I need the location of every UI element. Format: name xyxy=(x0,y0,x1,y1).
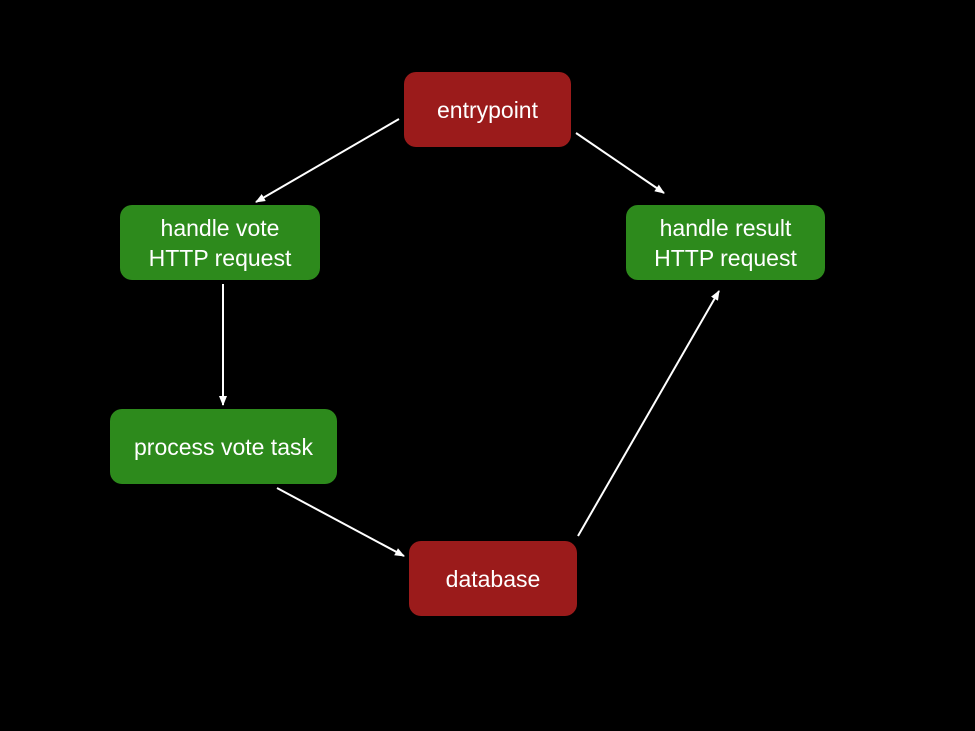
node-handle-result: handle result HTTP request xyxy=(626,205,825,280)
node-database: database xyxy=(409,541,577,616)
arrow-database-to-handle-result xyxy=(577,290,720,537)
node-process-vote-task-label: process vote task xyxy=(134,433,313,460)
node-database-label: database xyxy=(445,565,541,592)
node-handle-vote-line2: HTTP request xyxy=(148,244,292,271)
node-entrypoint: entrypoint xyxy=(404,72,571,147)
arrow-entrypoint-to-handle-result xyxy=(575,132,665,194)
node-handle-vote-text: handle vote HTTP request xyxy=(149,213,292,273)
arrow-process-vote-to-database xyxy=(276,487,405,557)
node-entrypoint-label: entrypoint xyxy=(436,96,538,123)
node-handle-result-line1: handle result xyxy=(659,214,792,241)
node-handle-vote-line1: handle vote xyxy=(160,214,280,241)
node-process-vote-task: process vote task xyxy=(110,409,337,484)
arrow-entrypoint-to-handle-vote xyxy=(255,118,400,203)
node-handle-result-line2: HTTP request xyxy=(654,244,797,271)
node-handle-vote: handle vote HTTP request xyxy=(120,205,320,280)
node-handle-result-text: handle result HTTP request xyxy=(654,213,797,273)
